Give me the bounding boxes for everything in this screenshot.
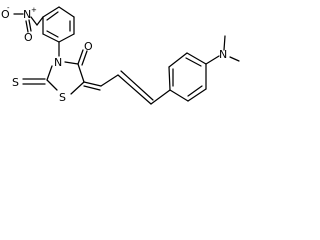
atom-o-nitro-charge: - bbox=[7, 4, 10, 12]
bond-aryl-inner-3 bbox=[187, 85, 203, 97]
bond-c2-s1 bbox=[46, 79, 58, 91]
bond-c5-chain-double-a bbox=[83, 81, 102, 87]
bond-phenyl-1 bbox=[42, 6, 60, 18]
bond-phenyl-inner-1 bbox=[46, 11, 59, 21]
bond-c4-o-double-b bbox=[81, 50, 88, 66]
bond-aryl-2 bbox=[168, 52, 188, 68]
bond-n-o-double-a bbox=[25, 20, 29, 33]
atom-carbonyl-o: O bbox=[84, 40, 93, 53]
bond-n-c2 bbox=[46, 65, 53, 81]
bond-c4-o-double-a bbox=[77, 49, 84, 65]
atom-n-nitro-charge: + bbox=[31, 6, 37, 14]
bond-n-o-double-b bbox=[28, 19, 32, 32]
atom-n-nitro: N bbox=[23, 8, 31, 21]
atom-o-nitro-double: O bbox=[24, 31, 33, 44]
bond-n-methyl-1 bbox=[223, 35, 226, 51]
atom-amine-n: N bbox=[219, 48, 227, 61]
bond-n-methyl-2 bbox=[229, 56, 240, 62]
atom-thione-s: S bbox=[12, 76, 19, 89]
bond-chain-3 bbox=[150, 89, 171, 105]
bond-s1-c5 bbox=[70, 81, 85, 95]
bond-aryl-6 bbox=[169, 89, 189, 102]
atom-ring-s: S bbox=[59, 91, 66, 104]
bond-c4-n bbox=[64, 61, 79, 65]
bond-phenyl-2 bbox=[58, 6, 75, 18]
atom-ring-n: N bbox=[54, 56, 62, 69]
atom-o-nitro-single: O bbox=[1, 8, 10, 21]
molecule-svg: O - N + O N O S S N bbox=[1, 4, 240, 105]
bond-phenyl-4 bbox=[58, 33, 75, 43]
bond-chain-2-b bbox=[120, 70, 154, 101]
molecule-structure: O - N + O N O S S N bbox=[0, 0, 242, 116]
bond-chain-2-a bbox=[117, 74, 152, 105]
bond-aryl-n bbox=[205, 55, 220, 65]
bond-c5-chain-double-b bbox=[83, 85, 101, 91]
bond-c-n-nitro-link bbox=[36, 16, 44, 26]
bond-n-c-nitro bbox=[30, 16, 38, 26]
bond-c5-c4 bbox=[77, 63, 85, 83]
bond-phenyl-inner-3 bbox=[46, 30, 59, 38]
bond-chain-1 bbox=[100, 74, 119, 87]
bond-phenyl-5 bbox=[42, 33, 60, 43]
bond-aryl-5 bbox=[187, 88, 207, 102]
bond-aryl-inner-2 bbox=[185, 57, 202, 67]
bond-aryl-3 bbox=[186, 52, 207, 65]
bond-aryl-1 bbox=[168, 66, 171, 91]
